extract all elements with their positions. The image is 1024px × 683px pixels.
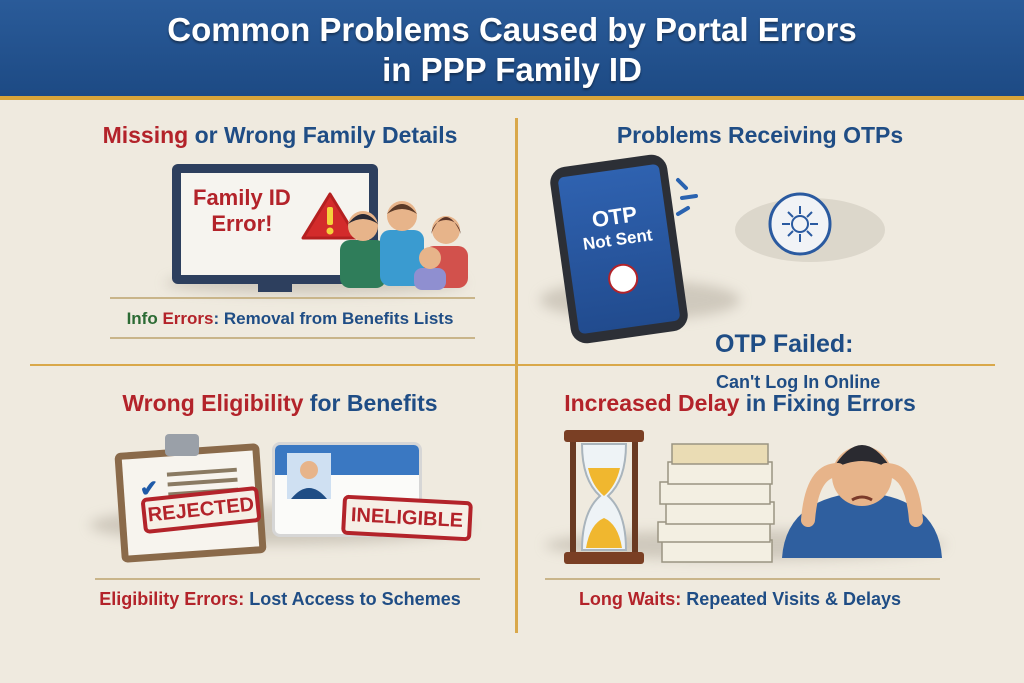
clip-icon	[165, 434, 199, 456]
stressed-man-illustration	[782, 445, 942, 558]
signal-lines-icon	[676, 178, 698, 216]
vertical-divider	[515, 118, 518, 633]
otp-failed-title: OTP Failed:	[715, 330, 854, 358]
phone-illustration: OTP Not Sent	[548, 152, 690, 346]
q4-caption: Long Waits: Repeated Visits & Delays	[578, 589, 902, 609]
family-illustration	[340, 201, 468, 290]
person-photo-icon	[287, 453, 331, 499]
monitor-stand	[258, 284, 292, 292]
q3-title: Wrong Eligibility for Benefits	[122, 390, 438, 416]
q4-title: Increased Delay in Fixing Errors	[564, 390, 916, 416]
error-icon	[606, 261, 641, 296]
loading-refresh-icon	[735, 192, 885, 262]
paper-stack-icon	[657, 443, 775, 563]
ineligible-stamp: INELIGIBLE	[341, 494, 473, 542]
horizontal-divider	[30, 364, 995, 366]
rule	[95, 578, 480, 580]
otp-failed-sub: Can't Log In Online	[716, 372, 881, 392]
rule	[545, 578, 940, 580]
q1-title: Missing or Wrong Family Details	[102, 122, 458, 148]
warning-icon	[301, 192, 359, 240]
q2-title: Problems Receiving OTPs	[616, 122, 904, 148]
q1-caption: Info Errors: Removal from Benefits Lists	[126, 309, 454, 328]
q3-caption: Eligibility Errors: Lost Access to Schem…	[99, 589, 461, 609]
rule	[110, 297, 475, 299]
hourglass-icon	[564, 430, 644, 564]
rule	[110, 337, 475, 339]
